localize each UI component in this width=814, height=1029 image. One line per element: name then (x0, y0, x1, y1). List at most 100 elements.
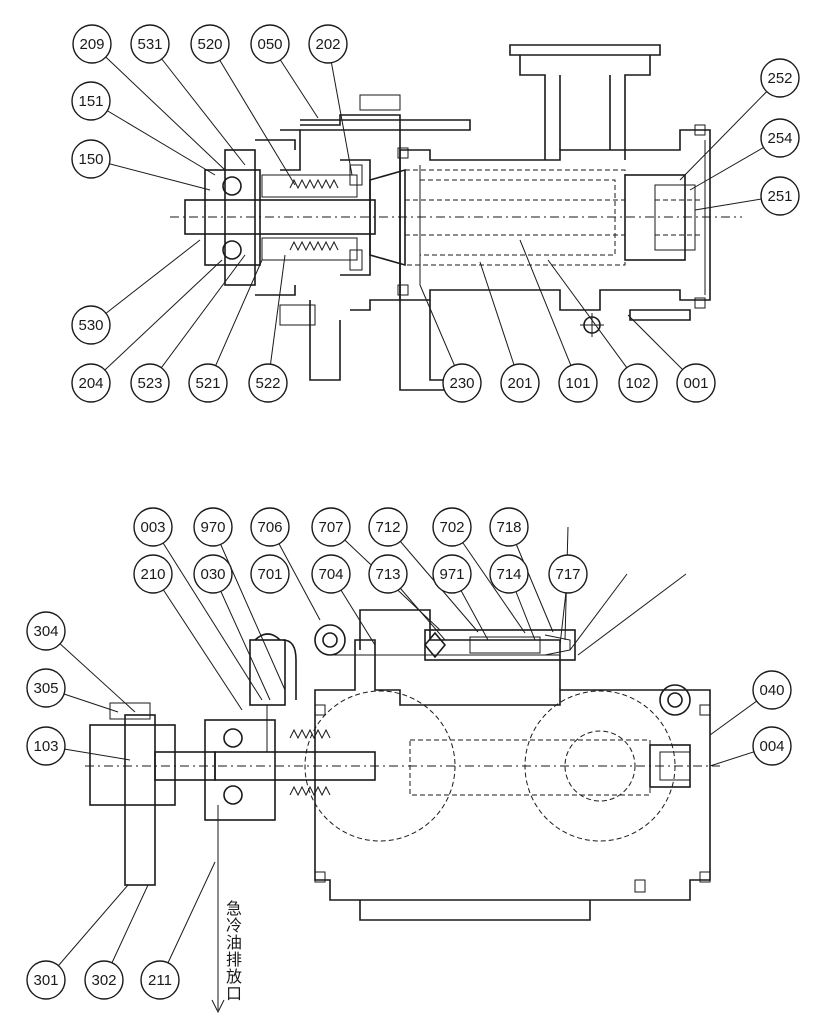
callout-circle (489, 507, 529, 547)
callout-circle (193, 507, 233, 547)
callout-label: 971 (439, 566, 464, 583)
callout-717: 717 (548, 554, 588, 594)
callout-210: 210 (133, 554, 173, 594)
callout-label: 701 (257, 566, 282, 583)
callout-707: 707 (311, 507, 351, 547)
callout-circle (308, 24, 348, 64)
callout-304: 304 (26, 611, 66, 651)
callout-circle (26, 668, 66, 708)
callout-label: 211 (148, 972, 172, 989)
callout-label: 050 (257, 36, 282, 53)
callout-label: 713 (375, 566, 400, 583)
callout-103: 103 (26, 726, 66, 766)
callout-circle (26, 611, 66, 651)
callout-circle (250, 554, 290, 594)
callout-001: 001 (676, 363, 716, 403)
callout-label: 030 (200, 566, 225, 583)
callout-151: 151 (71, 81, 111, 121)
callout-circle (676, 363, 716, 403)
callout-label: 970 (200, 519, 225, 536)
callout-712: 712 (368, 507, 408, 547)
callout-label: 251 (767, 188, 792, 205)
callout-970: 970 (193, 507, 233, 547)
callout-label: 523 (137, 375, 162, 392)
callout-label: 003 (140, 519, 165, 536)
callout-circle (250, 507, 290, 547)
callout-302: 302 (84, 960, 124, 1000)
callout-circle (71, 305, 111, 345)
upper-pump-section (170, 44, 742, 391)
callout-circle (84, 960, 124, 1000)
callout-circle (368, 507, 408, 547)
callout-label: 202 (315, 36, 340, 53)
callout-circle (311, 507, 351, 547)
callout-251: 251 (760, 176, 800, 216)
callout-circle (130, 363, 170, 403)
callout-211: 211 (140, 960, 180, 1000)
callout-label: 301 (33, 972, 58, 989)
callout-label: 151 (78, 93, 103, 110)
callout-circle (193, 554, 233, 594)
callout-714: 714 (489, 554, 529, 594)
callout-209: 209 (72, 24, 112, 64)
callout-label: 210 (140, 566, 165, 583)
callout-label: 704 (318, 566, 343, 583)
callout-circle (26, 960, 66, 1000)
callout-circle (130, 24, 170, 64)
callout-circle (489, 554, 529, 594)
callout-circle (752, 726, 792, 766)
callout-204: 204 (71, 363, 111, 403)
callout-label: 530 (78, 317, 103, 334)
callout-102: 102 (618, 363, 658, 403)
lower-pump-section (85, 609, 720, 1014)
callout-971: 971 (432, 554, 472, 594)
callout-circle (188, 363, 228, 403)
callout-label: 707 (318, 519, 343, 536)
callout-label: 201 (507, 375, 532, 392)
callout-circle (248, 363, 288, 403)
callout-label: 520 (197, 36, 222, 53)
upper-leader-lines (90, 43, 781, 384)
callout-523: 523 (130, 363, 170, 403)
callout-label: 718 (496, 519, 521, 536)
callout-701: 701 (250, 554, 290, 594)
callout-circle (140, 960, 180, 1000)
callout-label: 305 (33, 680, 58, 697)
callout-label: 101 (565, 375, 590, 392)
callout-circle (760, 58, 800, 98)
callout-520: 520 (190, 24, 230, 64)
callout-circle (71, 81, 111, 121)
callout-003: 003 (133, 507, 173, 547)
callout-circle (432, 507, 472, 547)
callout-202: 202 (308, 24, 348, 64)
callout-201: 201 (500, 363, 540, 403)
callout-label: 004 (759, 738, 784, 755)
callout-254: 254 (760, 118, 800, 158)
callout-circle (432, 554, 472, 594)
callout-label: 209 (79, 36, 104, 53)
callout-circle (133, 507, 173, 547)
callout-706: 706 (250, 507, 290, 547)
callout-circle (558, 363, 598, 403)
callout-040: 040 (752, 670, 792, 710)
callout-circle (26, 726, 66, 766)
callout-101: 101 (558, 363, 598, 403)
callout-circle (311, 554, 351, 594)
callout-circle (442, 363, 482, 403)
callout-704: 704 (311, 554, 351, 594)
callout-label: 702 (439, 519, 464, 536)
callout-circle (500, 363, 540, 403)
callout-circle (71, 363, 111, 403)
callout-530: 530 (71, 305, 111, 345)
callout-531: 531 (130, 24, 170, 64)
callout-circle (752, 670, 792, 710)
callout-label: 712 (375, 519, 400, 536)
callout-circle (71, 139, 111, 179)
callout-label: 302 (91, 972, 116, 989)
callout-230: 230 (442, 363, 482, 403)
drain-annotation: 急冷油排放口 (223, 900, 242, 1002)
callout-circle (760, 118, 800, 158)
callout-050: 050 (250, 24, 290, 64)
callout-713: 713 (368, 554, 408, 594)
